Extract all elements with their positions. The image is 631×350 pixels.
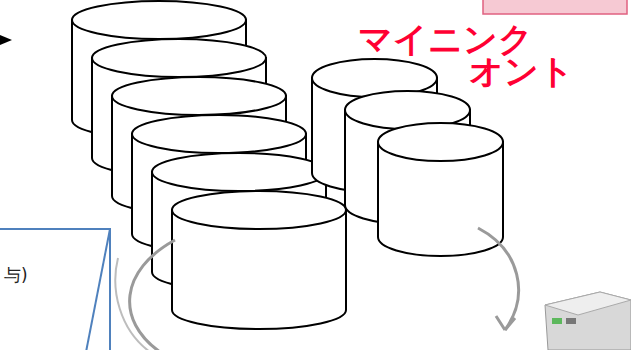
callout-text: 与) [4,264,28,287]
arrow-head [0,35,12,45]
database-cylinder [378,123,503,256]
curved-arrow [478,228,519,330]
arrow-head [496,316,515,330]
heading-text: マイニンク [358,21,533,57]
curved-arrow [115,258,150,350]
curved-arrow [130,240,175,350]
callout-pointer [86,229,110,350]
database-cylinder [172,191,346,329]
callout-box: 与) [0,228,111,350]
server-image [545,292,631,350]
header-box [483,0,627,14]
heading-text: オント [469,53,574,89]
